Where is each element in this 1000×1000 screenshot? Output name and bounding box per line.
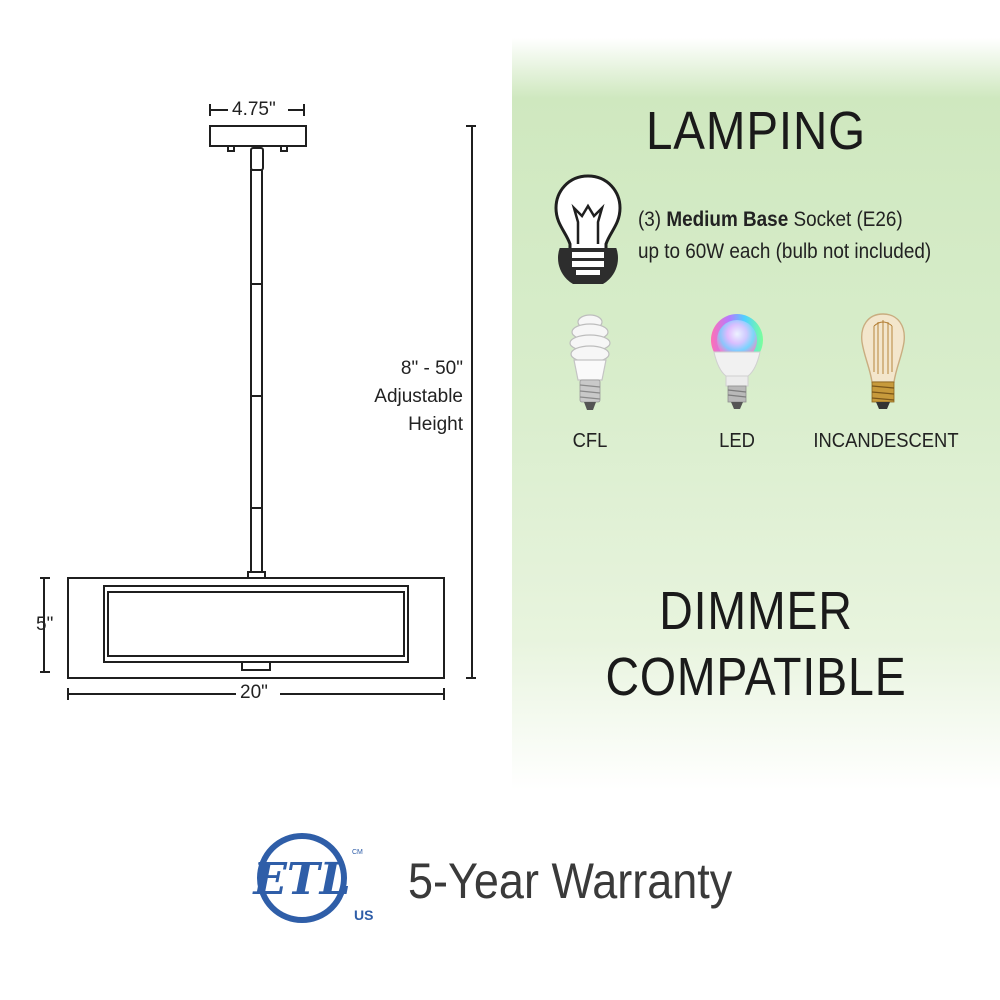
socket-description: (3) Medium Base Socket (E26) <box>638 208 903 232</box>
etl-certification-logo: ETL CM US <box>252 833 373 923</box>
shade-height-label: 5" <box>36 614 54 635</box>
height-adjustable-label: Adjustable <box>374 386 463 407</box>
svg-text:CM: CM <box>352 849 363 856</box>
bulb-label-cfl: CFL <box>572 430 608 452</box>
led-bulb-icon <box>711 314 763 409</box>
bulb-socket-icon <box>554 174 622 284</box>
socket-rest: Socket (E26) <box>793 208 903 231</box>
dimmer-line2: COMPATIBLE <box>605 647 907 707</box>
height-range-label: 8" - 50" <box>400 358 463 379</box>
dimmer-line1: DIMMER <box>659 581 853 641</box>
fixture-dimension-diagram <box>40 104 476 700</box>
downrod <box>250 169 263 575</box>
height-word-label: Height <box>408 414 463 435</box>
svg-text:US: US <box>354 907 373 923</box>
wattage-note: up to 60W each (bulb not included) <box>638 240 932 263</box>
canopy <box>209 125 307 147</box>
cfl-bulb-icon <box>569 314 611 410</box>
warranty-text: 5-Year Warranty <box>408 853 733 909</box>
canopy-width-label: 4.75" <box>232 99 276 120</box>
shade-width-label: 20" <box>240 682 268 703</box>
lamping-panel-background <box>512 38 1000 790</box>
bulb-label-incandescent: INCANDESCENT <box>813 430 959 452</box>
incandescent-bulb-icon <box>861 313 905 409</box>
svg-text:ETL: ETL <box>252 854 351 905</box>
socket-type: Medium Base <box>666 208 789 231</box>
socket-count: (3) <box>638 208 662 231</box>
stem-joint <box>250 147 264 171</box>
bulb-label-led: LED <box>719 430 755 452</box>
lamping-title: LAMPING <box>645 101 867 161</box>
